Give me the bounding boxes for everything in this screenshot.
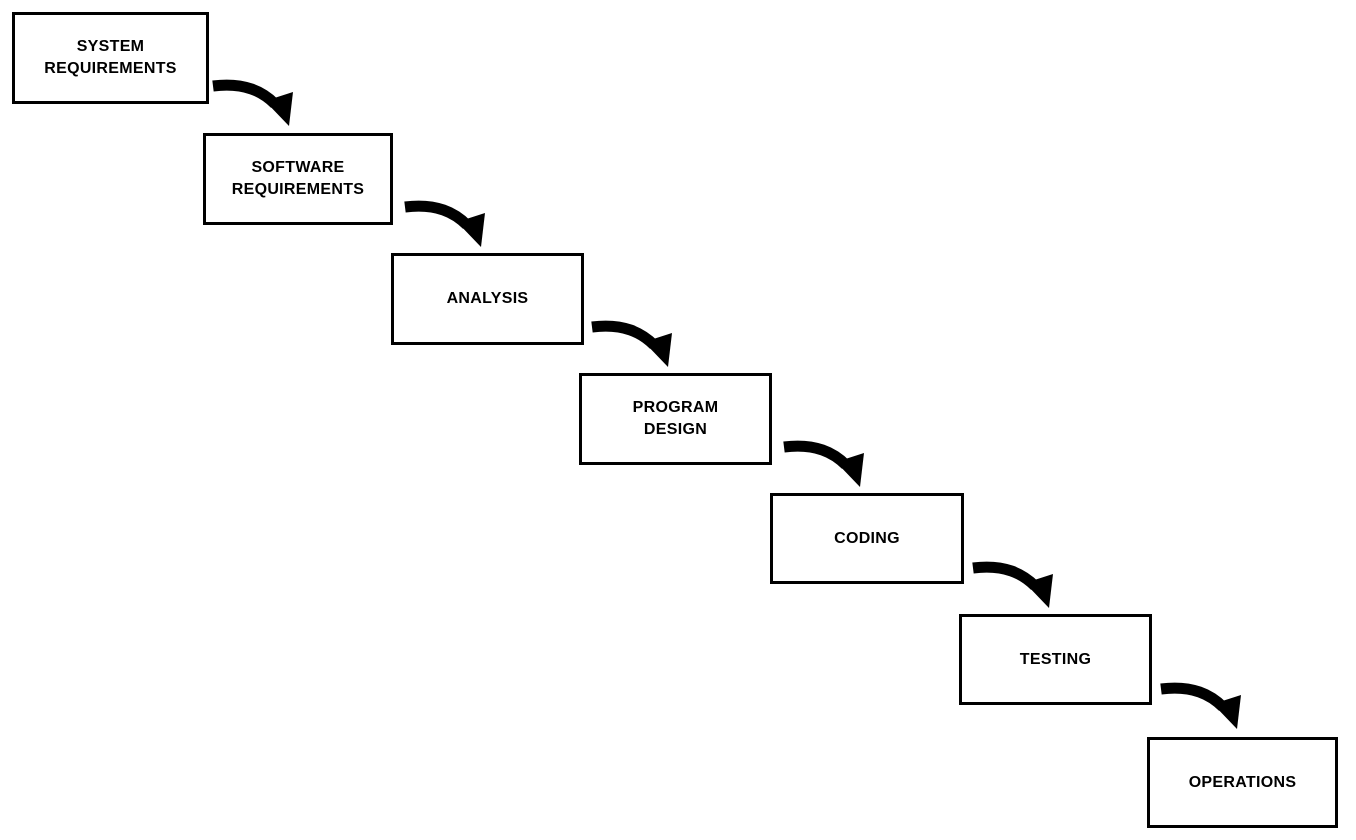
stage-label-line: SYSTEM bbox=[76, 38, 145, 55]
stage-label-line: REQUIREMENTS bbox=[44, 60, 177, 77]
stage-label-line: ANALYSIS bbox=[446, 290, 529, 307]
stage-testing: TESTING bbox=[959, 614, 1152, 705]
arrow-system-to-software bbox=[213, 85, 293, 126]
stage-program-design: PROGRAM DESIGN bbox=[579, 373, 772, 465]
arrow-analysis-to-design bbox=[592, 326, 672, 367]
stage-software-requirements: SOFTWARE REQUIREMENTS bbox=[203, 133, 393, 225]
stage-system-requirements: SYSTEM REQUIREMENTS bbox=[12, 12, 209, 104]
arrow-testing-to-operations bbox=[1161, 688, 1241, 729]
stage-operations: OPERATIONS bbox=[1147, 737, 1338, 828]
stage-label-line: CODING bbox=[834, 529, 900, 547]
stage-label-line: SOFTWARE bbox=[251, 159, 345, 176]
arrow-coding-to-testing bbox=[973, 567, 1053, 608]
stage-coding: CODING bbox=[770, 493, 964, 584]
arrow-design-to-coding bbox=[784, 446, 864, 487]
arrow-software-to-analysis bbox=[405, 206, 485, 247]
stage-label-line: DESIGN bbox=[643, 421, 708, 438]
stage-label-line: PROGRAM bbox=[632, 399, 719, 416]
stage-label-line: REQUIREMENTS bbox=[231, 181, 365, 198]
stage-label-line: TESTING bbox=[1019, 650, 1092, 668]
stage-label-line: OPERATIONS bbox=[1188, 773, 1297, 791]
stage-analysis: ANALYSIS bbox=[391, 253, 584, 345]
